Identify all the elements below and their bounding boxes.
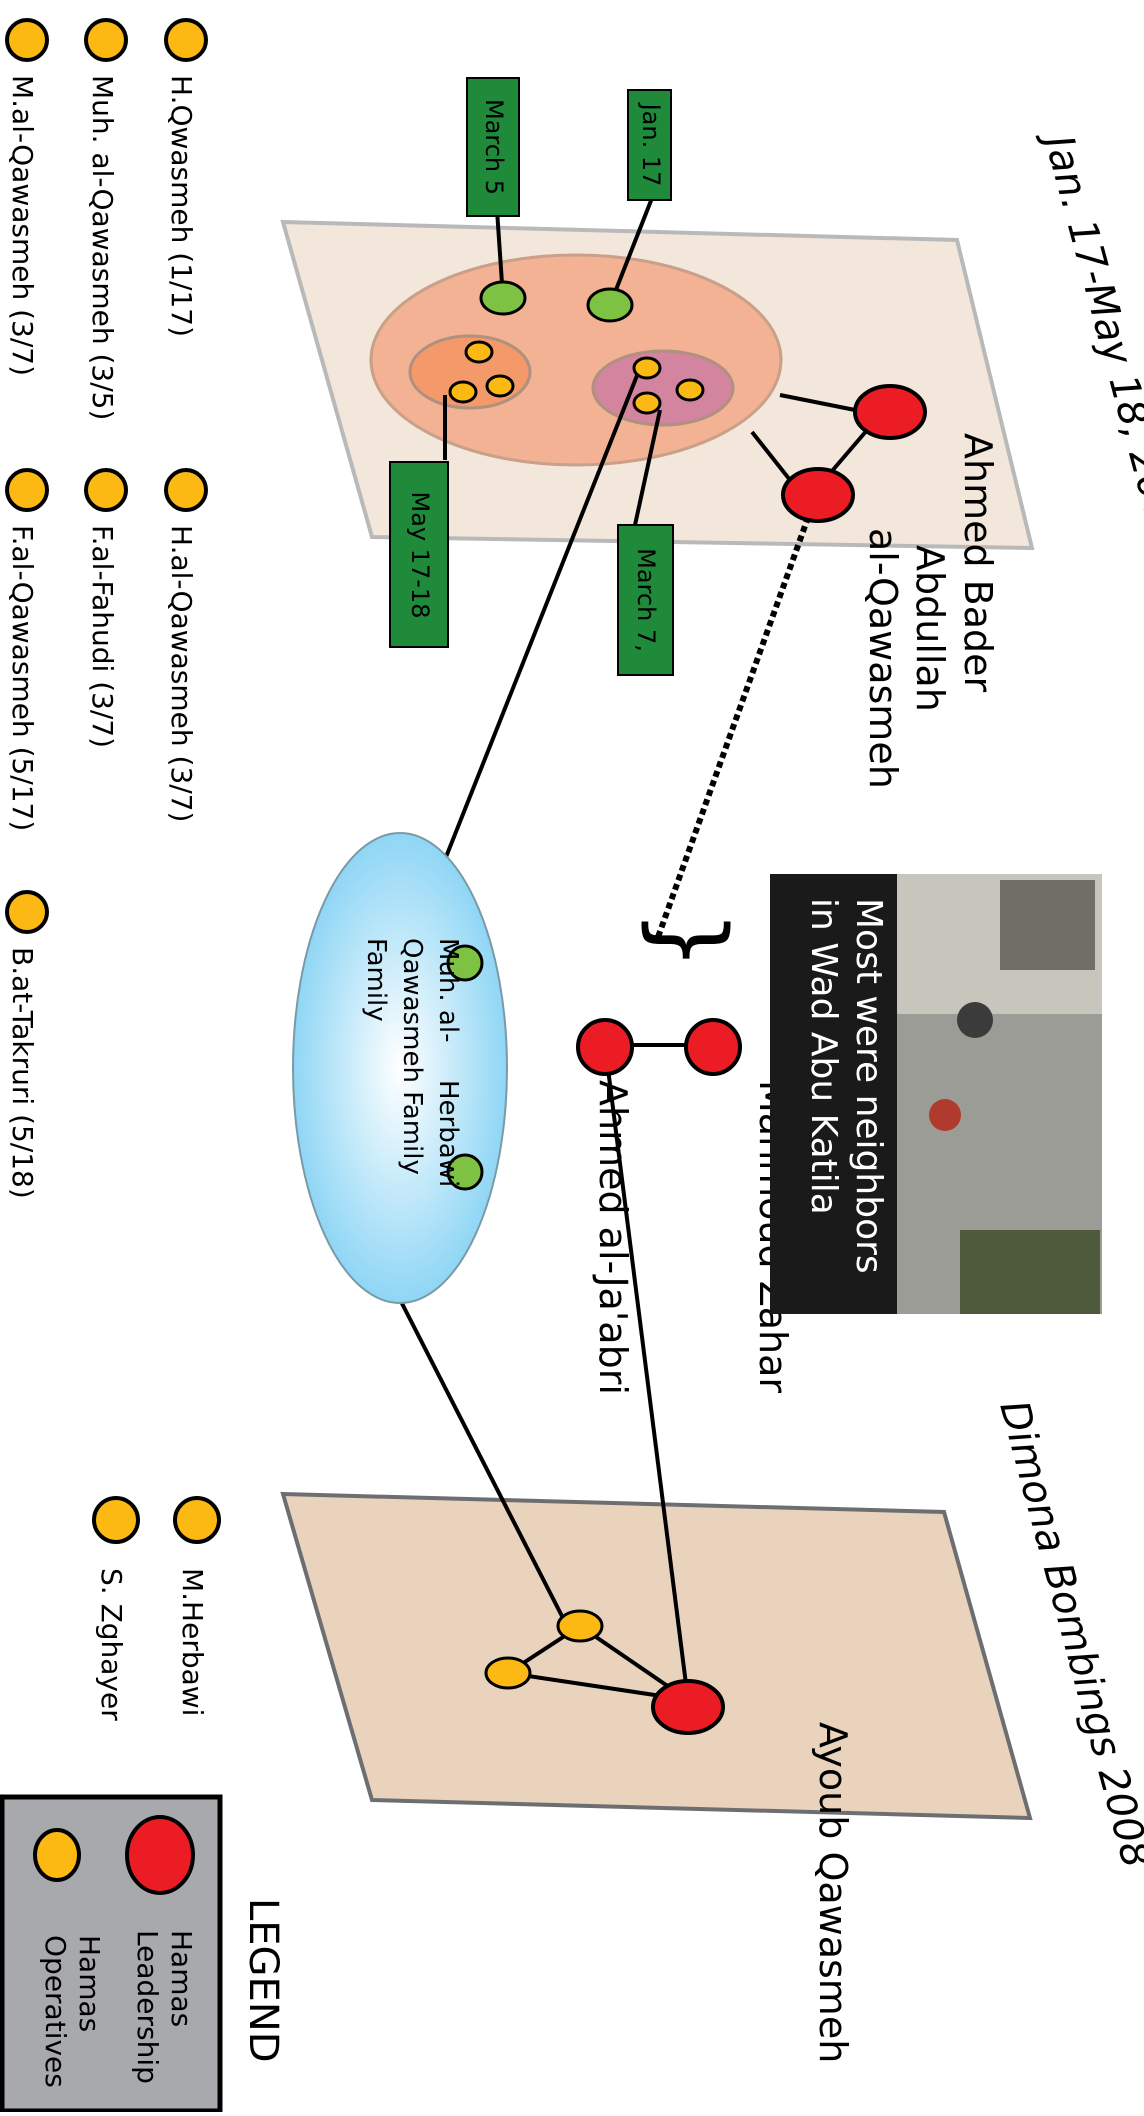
neighbors-photo: Most were neighbors in Wad Abu Katila bbox=[770, 874, 1102, 1314]
date-tag-may17: May 17-18 bbox=[389, 461, 449, 648]
green-node-family-bottom bbox=[446, 1153, 484, 1191]
operative-node bbox=[485, 374, 515, 398]
operative-node-2008-b bbox=[484, 1656, 532, 1690]
operatives-list-2008: M.Herbawi S. Zghayer bbox=[92, 1496, 221, 1721]
svg-text:S. Zghayer: S. Zghayer bbox=[95, 1568, 128, 1721]
link-ahmed-cell-b bbox=[750, 430, 792, 482]
date-tag-jan17: Jan. 17 bbox=[627, 89, 672, 201]
leader-node-zahar bbox=[684, 1018, 742, 1076]
label-ahmed-bader: Ahmed Bader Abdullah al-Qawasmeh bbox=[861, 433, 1000, 789]
link-ahmed-cell-a bbox=[779, 393, 866, 414]
legend-operative-swatch bbox=[33, 1828, 81, 1882]
operative-node bbox=[675, 378, 705, 402]
green-node-family-top bbox=[446, 944, 484, 982]
svg-text:B.at-Takruri (5/18): B.at-Takruri (5/18) bbox=[6, 947, 39, 1199]
svg-text:Qawasmeh Family: Qawasmeh Family bbox=[397, 938, 427, 1175]
svg-text:Muh. al-: Muh. al- bbox=[433, 938, 463, 1042]
leader-node-jabri bbox=[576, 1018, 634, 1076]
date-tag-march7: March 7, bbox=[617, 524, 674, 676]
photo-caption-box bbox=[770, 874, 897, 1314]
leader-node-ahmed-bader-b bbox=[781, 467, 855, 523]
label-ahmed-jabri: Ahmed al-Ja'abri bbox=[591, 1080, 635, 1395]
legend-box: Hamas Leadership Hamas Operatives bbox=[0, 1794, 223, 2114]
date-tag-label: March 7, bbox=[632, 548, 660, 652]
svg-text:Hamas: Hamas bbox=[165, 1930, 198, 2027]
svg-text:F.al-Fahudi (3/7): F.al-Fahudi (3/7) bbox=[86, 525, 119, 748]
svg-text:Leadership: Leadership bbox=[131, 1930, 164, 2084]
cell-march7 bbox=[591, 349, 735, 427]
date-tag-label: May 17-18 bbox=[406, 492, 434, 619]
svg-text:H.al-Qawasmeh (3/7): H.al-Qawasmeh (3/7) bbox=[165, 525, 198, 822]
svg-text:Abdullah: Abdullah bbox=[908, 545, 952, 712]
link-dashed-neighbors bbox=[654, 496, 818, 942]
svg-text:H.Qwasmeh (1/17): H.Qwasmeh (1/17) bbox=[165, 75, 198, 337]
leader-node-ayoub bbox=[651, 1679, 725, 1735]
svg-text:F.al-Qawasmeh (5/17): F.al-Qawasmeh (5/17) bbox=[6, 525, 39, 831]
svg-text:Hamas: Hamas bbox=[73, 1935, 106, 2032]
link-zahar-ayoub bbox=[603, 1044, 690, 1701]
family-label: Muh. al- Herbawi Qawasmeh Family Family bbox=[361, 938, 463, 1187]
date-tag-label: Jan. 17 bbox=[637, 102, 665, 187]
link-family-2008 bbox=[388, 1279, 567, 1623]
svg-text:M.Herbawi: M.Herbawi bbox=[176, 1568, 209, 1716]
green-node-march5 bbox=[479, 280, 527, 316]
svg-text:Herbawi: Herbawi bbox=[433, 1080, 463, 1187]
operative-node bbox=[448, 380, 478, 404]
plane-2008 bbox=[280, 1491, 1033, 1821]
link-cell-family bbox=[421, 367, 642, 916]
svg-text:in Wad Abu Katila: in Wad Abu Katila bbox=[803, 898, 844, 1215]
legend-title: LEGEND bbox=[240, 1898, 286, 2063]
label-ayoub: Ayoub Qawasmeh bbox=[811, 1722, 855, 2063]
svg-text:M.al-Qawasmeh (3/7): M.al-Qawasmeh (3/7) bbox=[6, 75, 39, 376]
date-tag-march5: March 5 bbox=[466, 77, 520, 217]
green-node-jan17 bbox=[586, 287, 634, 323]
operative-node bbox=[464, 340, 494, 364]
operative-node bbox=[632, 391, 662, 415]
svg-text:Ahmed Bader: Ahmed Bader bbox=[956, 433, 1000, 693]
svg-text:Most were neighbors: Most were neighbors bbox=[848, 898, 889, 1274]
operative-node-2008-a bbox=[556, 1609, 604, 1643]
date-tag-label: March 5 bbox=[480, 99, 508, 195]
operatives-list-2003: H.Qwasmeh (1/17) H.al-Qawasmeh (3/7) Muh… bbox=[5, 18, 208, 1199]
svg-text:al-Qawasmeh: al-Qawasmeh bbox=[861, 528, 905, 789]
svg-text:Operatives: Operatives bbox=[39, 1935, 72, 2088]
link-march7-tag bbox=[633, 409, 662, 526]
operative-node bbox=[632, 356, 662, 380]
svg-text:Muh. al-Qawasmeh (3/5): Muh. al-Qawasmeh (3/5) bbox=[86, 75, 119, 420]
neighbors-brace: } bbox=[634, 909, 746, 970]
title-period-2003: Jan. 17-May 18, 2003 bbox=[1034, 124, 1144, 554]
leader-node-ahmed-bader-a bbox=[853, 384, 927, 440]
svg-text:}: } bbox=[634, 909, 746, 970]
legend-leadership-swatch bbox=[125, 1815, 195, 1895]
svg-text:Family: Family bbox=[361, 938, 391, 1022]
